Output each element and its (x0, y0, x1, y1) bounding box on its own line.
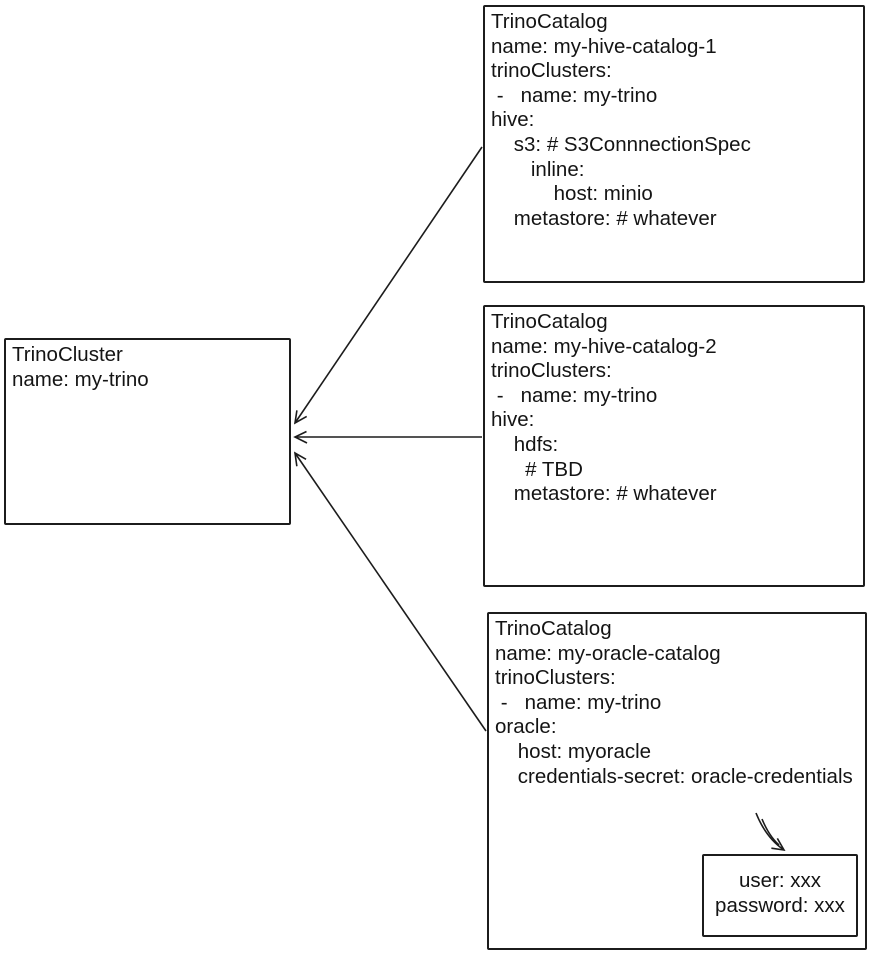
trino-catalog-3-node: TrinoCatalog name: my-oracle-catalog tri… (487, 612, 867, 950)
credentials-secret-text: user: xxx password: xxx (715, 869, 845, 917)
trino-cluster-text: TrinoCluster name: my-trino (12, 343, 149, 391)
trino-catalog-1-node: TrinoCatalog name: my-hive-catalog-1 tri… (483, 5, 865, 283)
trino-cluster-node: TrinoCluster name: my-trino (4, 338, 291, 525)
trino-catalog-2-node: TrinoCatalog name: my-hive-catalog-2 tri… (483, 305, 865, 587)
edge-catalog3-to-cluster (293, 451, 487, 732)
trino-catalog-3-text: TrinoCatalog name: my-oracle-catalog tri… (495, 617, 853, 788)
edge-catalog1-to-cluster (293, 146, 483, 425)
credentials-secret-node: user: xxx password: xxx (702, 854, 858, 937)
trino-catalog-2-text: TrinoCatalog name: my-hive-catalog-2 tri… (491, 310, 717, 506)
trino-catalog-1-text: TrinoCatalog name: my-hive-catalog-1 tri… (491, 10, 751, 230)
